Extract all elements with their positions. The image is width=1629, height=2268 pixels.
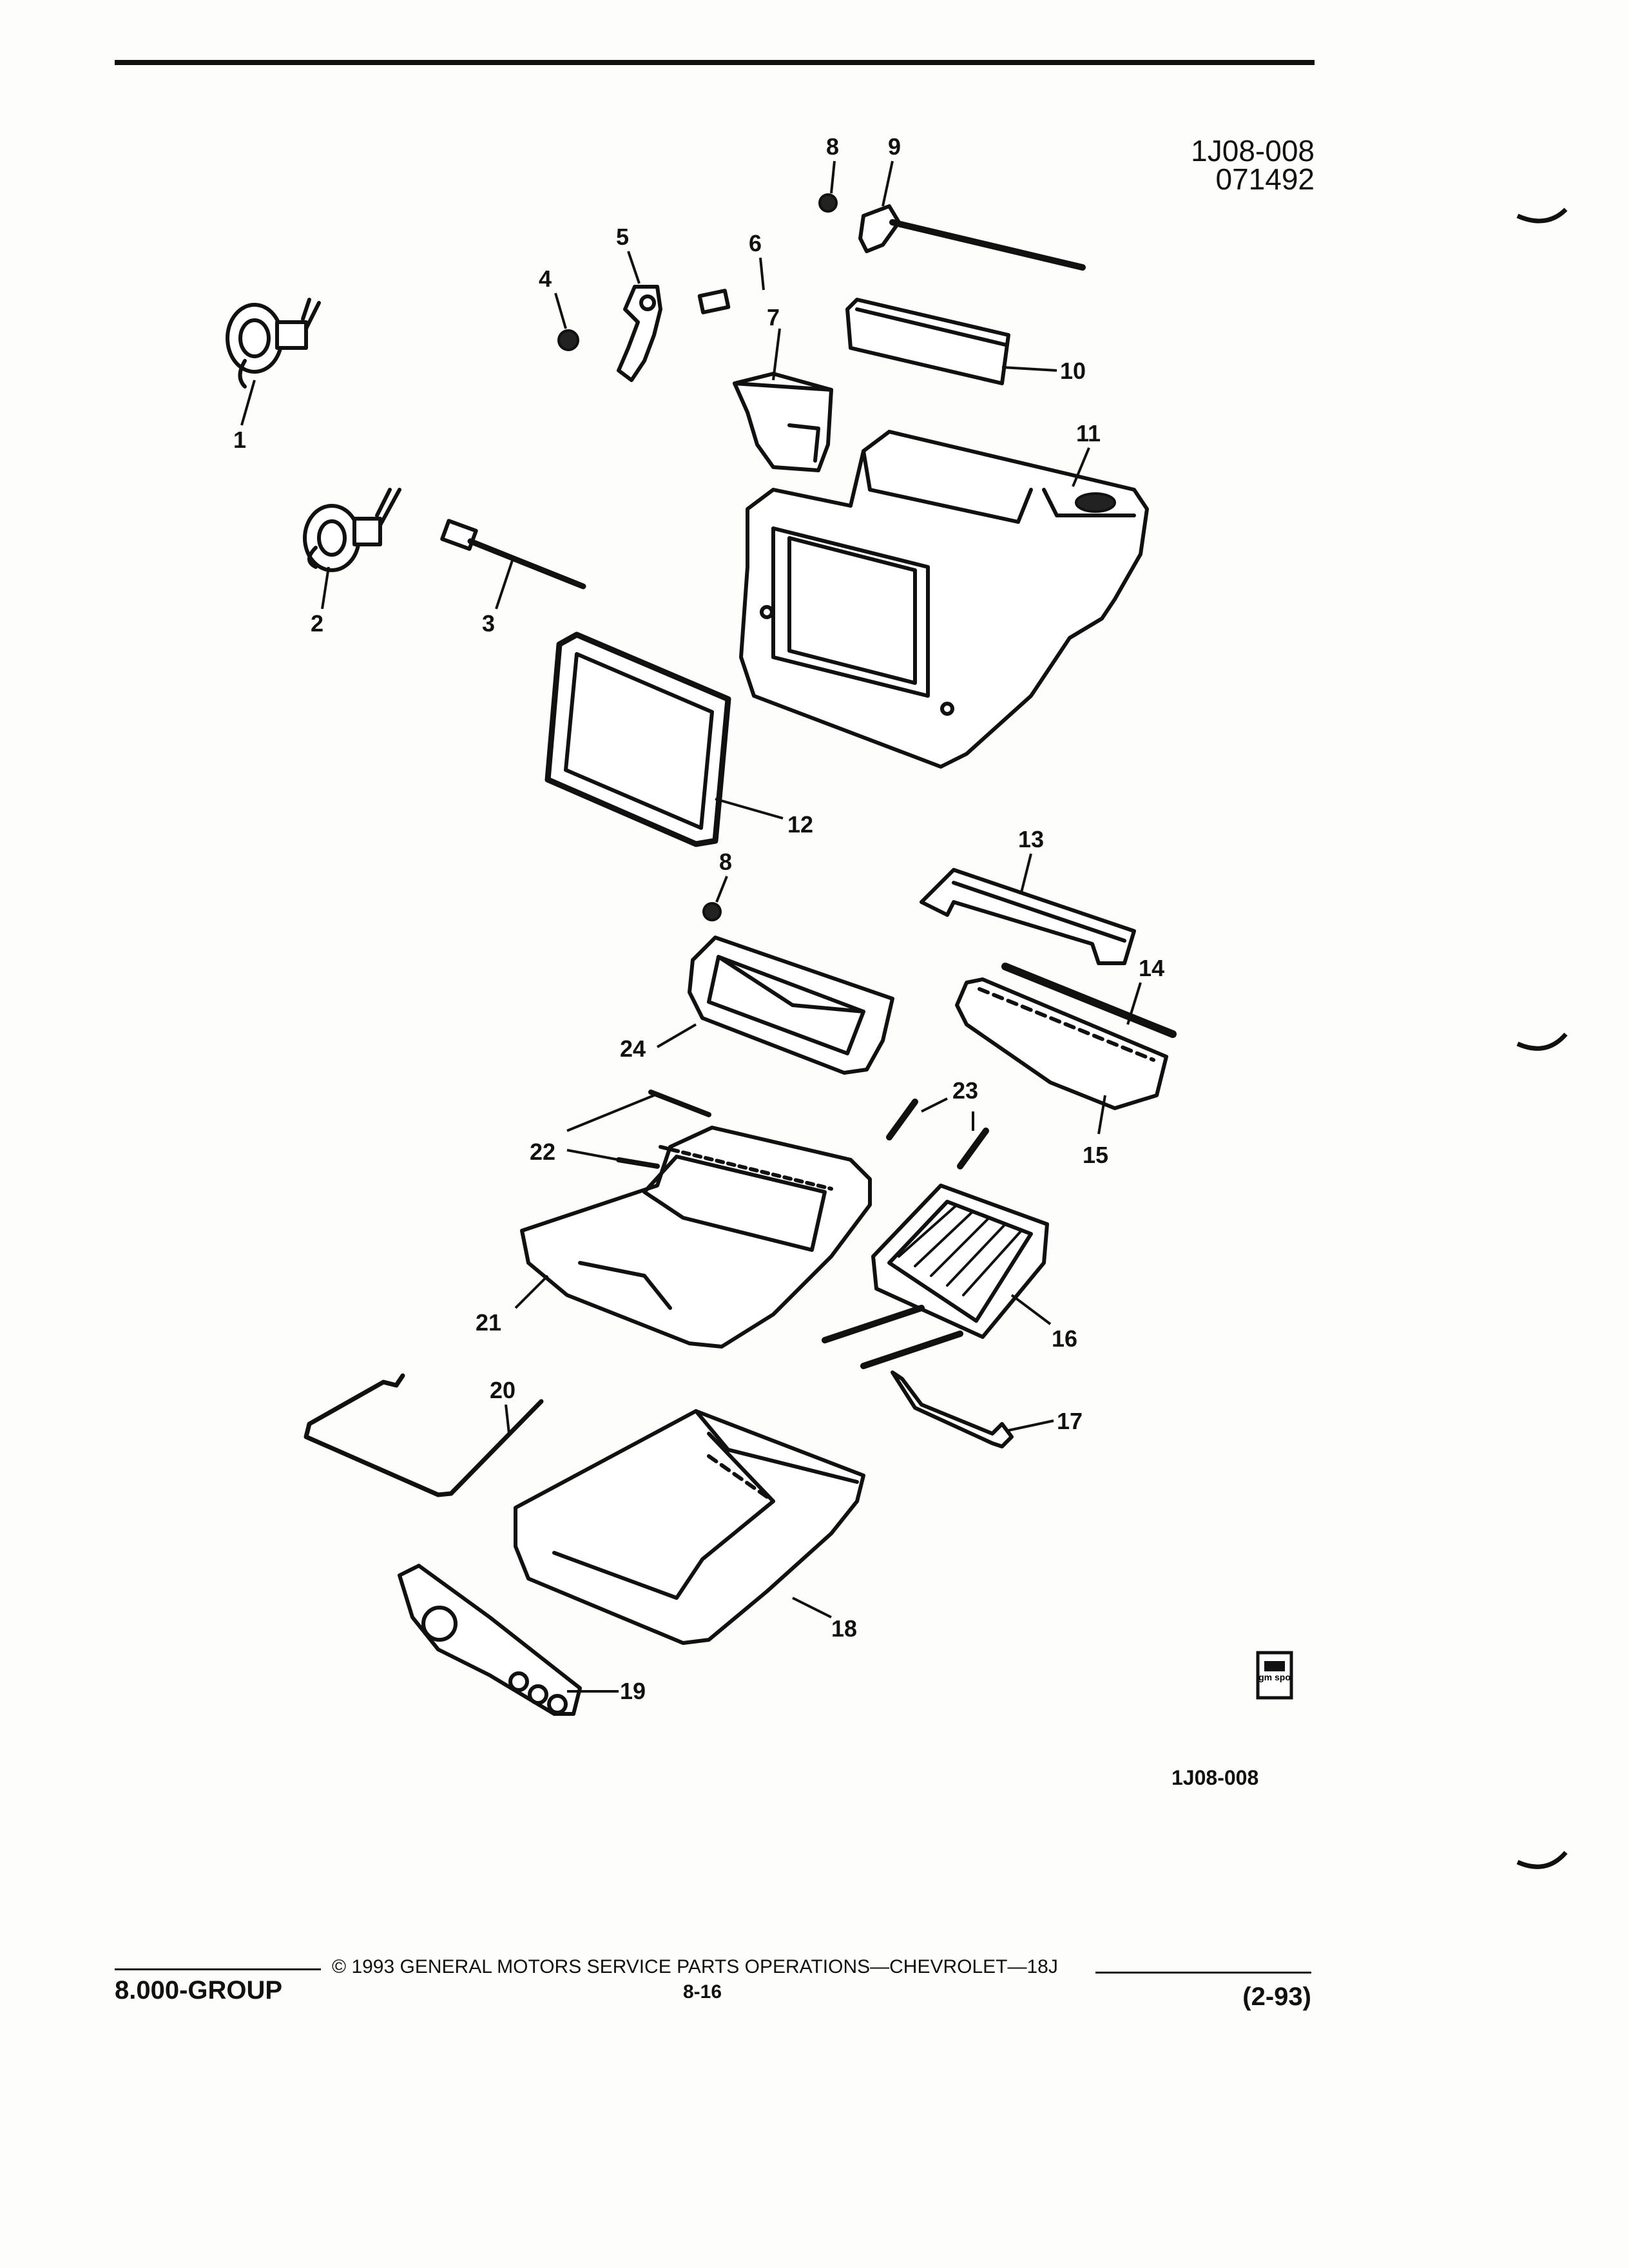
part-7-duct	[733, 328, 833, 472]
part-3-link-rod	[440, 519, 586, 610]
callout-8-mid: 8	[719, 849, 732, 875]
part-19-seal	[398, 1564, 619, 1716]
part-20-wire	[304, 1373, 544, 1497]
diagram-date: 071492	[1215, 162, 1315, 196]
callout-4: 4	[539, 265, 552, 292]
part-23-pins	[886, 1097, 989, 1169]
callout-5: 5	[616, 224, 629, 250]
callout-13: 13	[1018, 826, 1044, 852]
part-5-bracket	[617, 251, 662, 382]
callout-7: 7	[767, 304, 780, 331]
footer-copyright: © 1993 GENERAL MOTORS SERVICE PARTS OPER…	[332, 1956, 1058, 1977]
part-4-nut	[554, 293, 579, 351]
callout-17: 17	[1057, 1408, 1083, 1434]
gm-spo-logo	[1256, 1651, 1293, 1700]
callout-14: 14	[1139, 955, 1164, 981]
footer-group: 8.000-GROUP	[115, 1976, 283, 2004]
callout-18: 18	[831, 1615, 857, 1642]
footer-rule-left	[115, 1968, 321, 1970]
callout-20: 20	[490, 1377, 516, 1403]
part-15-damper	[955, 977, 1168, 1135]
footer-rule-right	[1095, 1972, 1311, 1974]
callout-3: 3	[482, 610, 495, 637]
binder-mark-bottom	[1516, 1850, 1568, 1869]
callout-9: 9	[888, 133, 901, 160]
binder-mark-middle	[1516, 1032, 1568, 1051]
part-6-clip	[697, 257, 765, 314]
figure-id-label: 1J08-008	[1171, 1766, 1258, 1789]
callout-24: 24	[620, 1035, 646, 1062]
callout-1: 1	[233, 427, 246, 453]
diagram-code: 1J08-008	[1191, 134, 1315, 168]
part-9-valve-rod	[858, 160, 1086, 271]
callout-10: 10	[1060, 358, 1086, 384]
part-2-actuator	[303, 488, 401, 610]
footer-revision: (2-93)	[1242, 1983, 1311, 2011]
part-17-bracket	[891, 1370, 1054, 1448]
callout-15: 15	[1083, 1142, 1108, 1168]
callout-6: 6	[749, 230, 762, 256]
callout-16: 16	[1052, 1325, 1077, 1352]
part-10-housing	[845, 298, 1057, 385]
gm-spo-logo-text: gm spo	[1258, 1672, 1291, 1682]
part-22-pins	[566, 1090, 711, 1169]
part-1-actuator	[226, 298, 321, 426]
part-18-lower-case	[514, 1409, 865, 1645]
part-14-rod	[1001, 963, 1177, 1038]
part-13-cover	[920, 853, 1136, 965]
binder-mark-top	[1516, 207, 1568, 224]
callout-12: 12	[787, 811, 813, 838]
part-12-frame-seal	[545, 631, 784, 847]
callout-19: 19	[620, 1678, 646, 1704]
callout-2: 2	[311, 610, 323, 637]
part-8-nut-top	[818, 160, 838, 213]
part-24-valve-frame	[656, 936, 894, 1075]
callout-23: 23	[952, 1077, 978, 1104]
part-8-nut-mid	[702, 876, 728, 921]
part-11-heater-case	[739, 430, 1149, 769]
footer-page-number: 8-16	[683, 1981, 722, 2003]
part-21-lower-case	[514, 1126, 872, 1349]
top-rule	[115, 60, 1315, 65]
callout-22: 22	[530, 1139, 555, 1165]
callout-8-top: 8	[826, 133, 839, 160]
callout-21: 21	[476, 1309, 501, 1336]
part-16-heater-core	[822, 1184, 1052, 1369]
callout-11: 11	[1076, 420, 1101, 447]
